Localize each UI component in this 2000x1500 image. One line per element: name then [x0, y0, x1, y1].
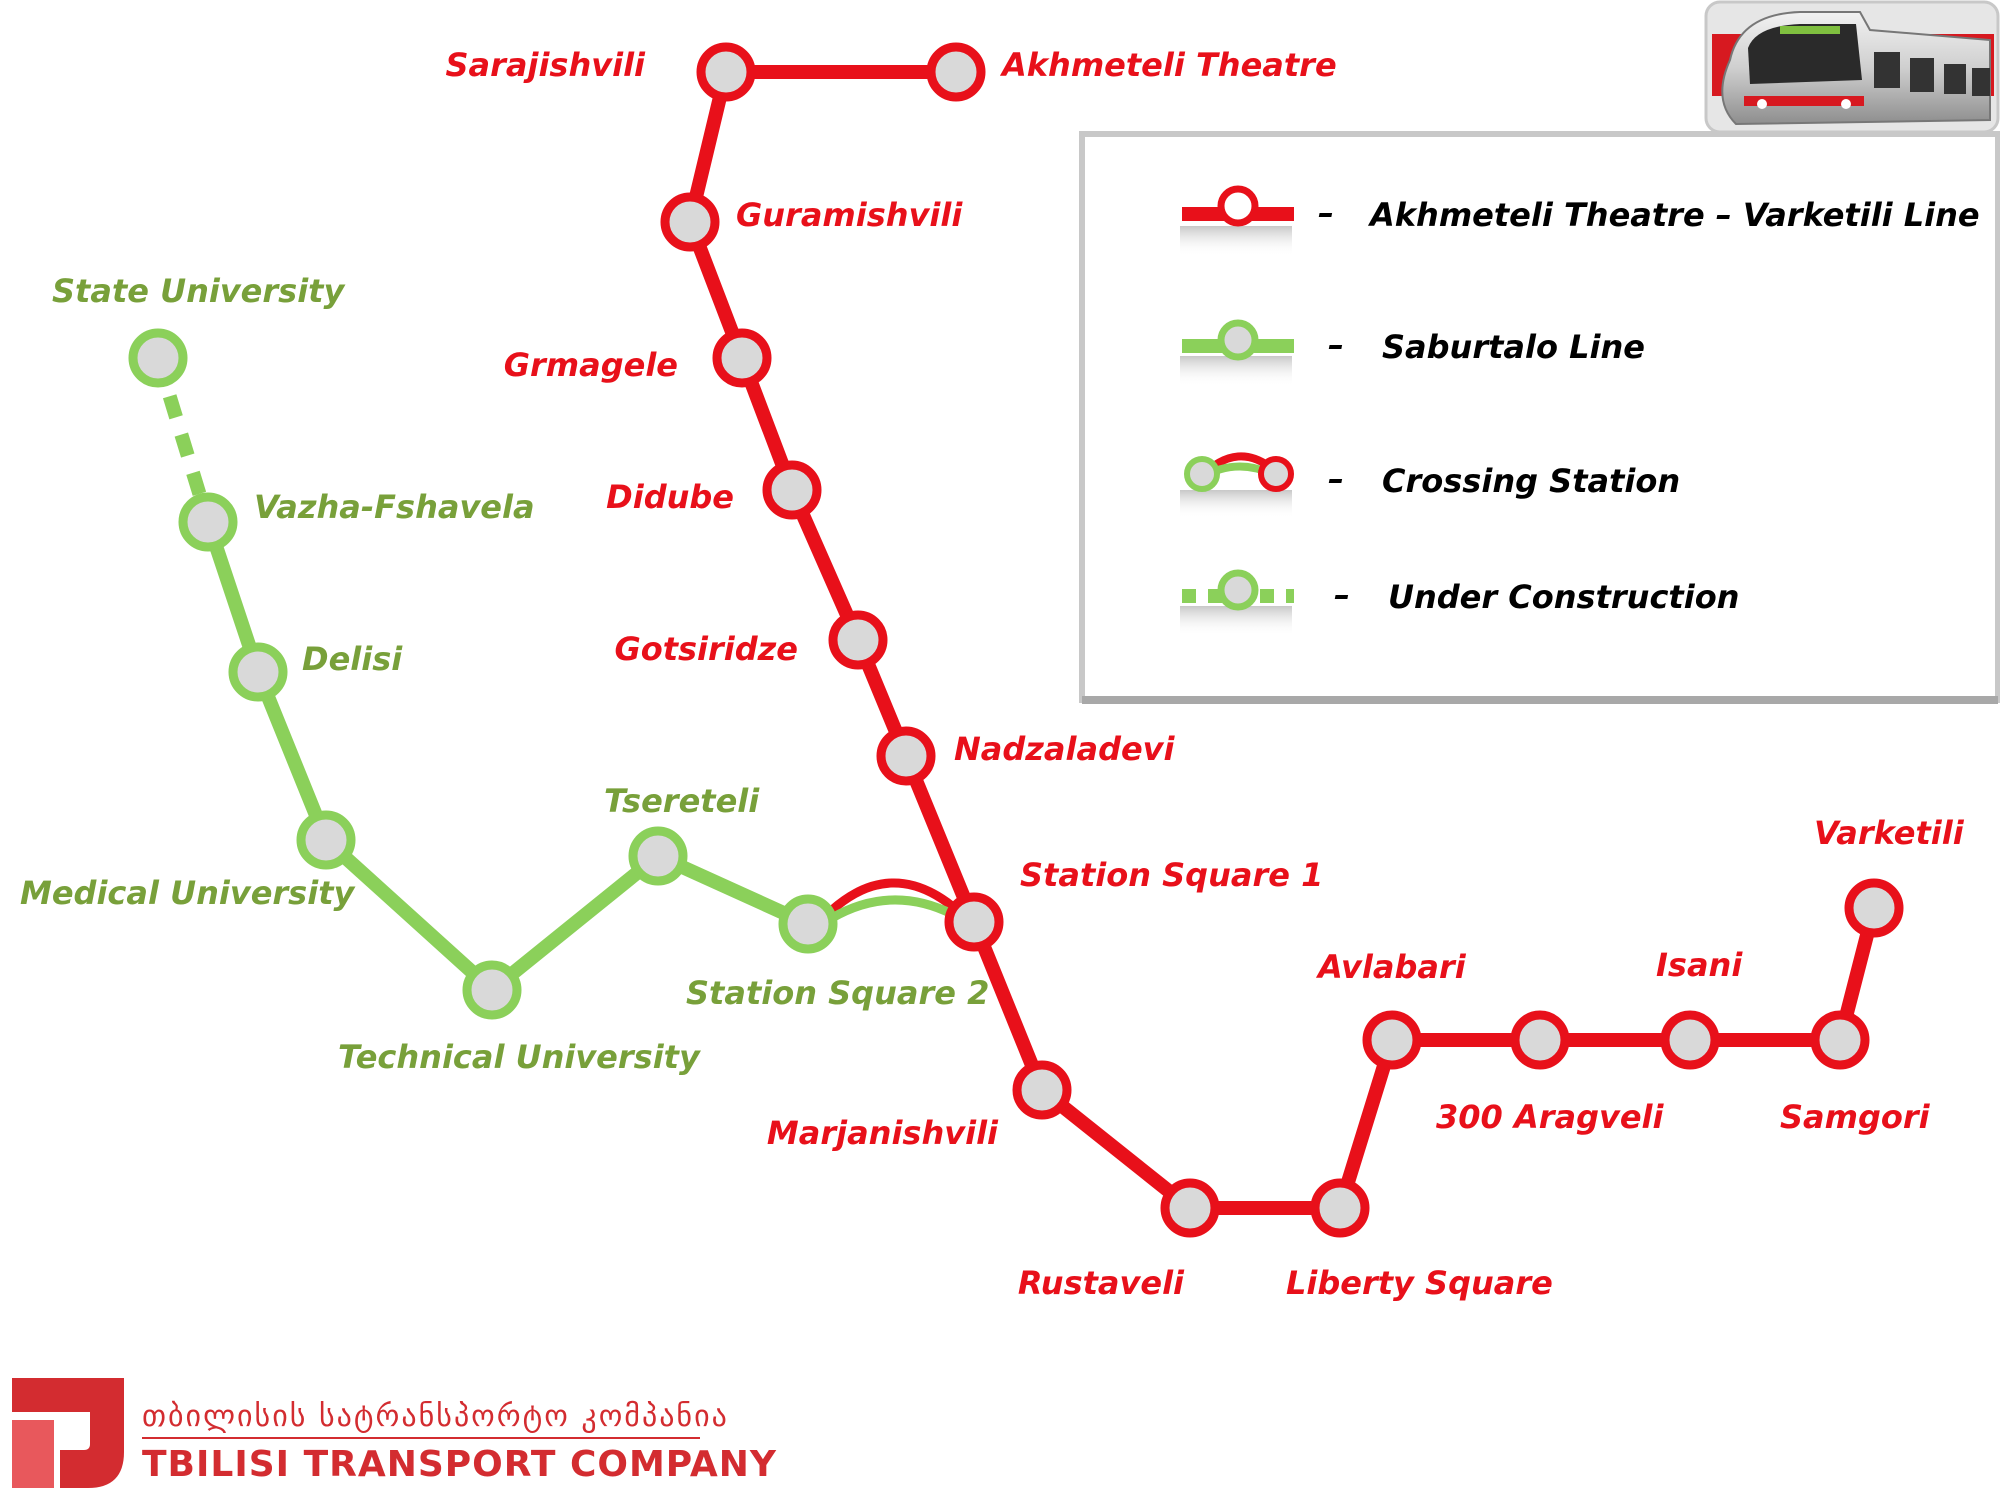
red-station-akhmeteli[interactable]	[926, 42, 986, 102]
tbilisi-transport-logo: თბილისის სატრანსპორტო კომპანია TBILISI T…	[12, 1378, 777, 1488]
legend-label-construction: Under Construction	[1388, 578, 1739, 616]
station-label-station-square-2: Station Square 2	[686, 974, 989, 1012]
red-station-marjanishvili[interactable]	[1012, 1060, 1072, 1120]
logo-georgian-text: თბილისის სატრანსპორტო კომპანია	[142, 1399, 729, 1434]
red-station-nadzaladevi[interactable]	[876, 726, 936, 786]
green-station-medical-university[interactable]	[296, 810, 356, 870]
green-station-station-square-2[interactable]	[778, 894, 838, 954]
station-label-vazha: Vazha-Fshavela	[254, 488, 535, 526]
station-label-rustaveli: Rustaveli	[1018, 1264, 1185, 1302]
metro-stations	[128, 42, 1904, 1238]
green-station-state-university[interactable]	[128, 328, 188, 388]
legend-dash-1: –	[1318, 194, 1334, 232]
train-image	[1704, 0, 2000, 134]
legend-dash-2: –	[1328, 326, 1344, 364]
red-station-avlabari[interactable]	[1362, 1010, 1422, 1070]
station-label-akhmeteli: Akhmeteli Theatre	[999, 46, 1337, 84]
station-label-medical-university: Medical University	[20, 874, 355, 912]
red-station-rustaveli[interactable]	[1160, 1178, 1220, 1238]
station-label-avlabari: Avlabari	[1315, 948, 1467, 986]
station-label-grmagele: Grmagele	[504, 346, 678, 384]
legend-item-red-line: – Akhmeteli Theatre – Varketili Line	[1180, 185, 1980, 256]
red-station-didube[interactable]	[762, 460, 822, 520]
crossing-arc-green	[829, 895, 954, 922]
station-label-isani: Isani	[1656, 946, 1743, 984]
red-station-varketili[interactable]	[1844, 878, 1904, 938]
station-label-delisi: Delisi	[302, 640, 403, 678]
legend-label-crossing: Crossing Station	[1382, 462, 1680, 500]
green-line-track	[201, 519, 811, 997]
station-label-technical-university: Technical University	[338, 1038, 701, 1076]
red-station-isani[interactable]	[1660, 1010, 1720, 1070]
legend-item-green-line: – Saburtalo Line	[1180, 319, 1645, 386]
station-labels: Akhmeteli Theatre SarajishviliGuramishvil…	[20, 46, 1965, 1302]
legend-label-red-line: Akhmeteli Theatre – Varketili Line	[1367, 196, 1980, 234]
green-station-tsereteli[interactable]	[628, 826, 688, 886]
legend-dash-4: –	[1334, 576, 1350, 614]
green-station-vazha[interactable]	[178, 492, 238, 552]
logo-mark-icon	[12, 1378, 124, 1488]
station-label-samgori: Samgori	[1780, 1098, 1931, 1136]
legend-item-crossing: – Crossing Station	[1180, 452, 1680, 518]
crossing-arc-red	[829, 878, 955, 914]
red-station-station-square-1[interactable]	[944, 892, 1004, 952]
red-station-sarajishvili[interactable]	[696, 42, 756, 102]
logo-english-text: TBILISI TRANSPORT COMPANY	[142, 1444, 777, 1485]
station-label-guramishvili: Guramishvili	[736, 196, 963, 234]
legend-dash-3: –	[1328, 460, 1344, 498]
green-station-technical-university[interactable]	[462, 960, 522, 1020]
red-line-track	[683, 65, 1881, 1215]
station-label-tsereteli: Tsereteli	[604, 782, 760, 820]
station-label-liberty-square: Liberty Square	[1286, 1264, 1553, 1302]
legend-item-construction: – Under Construction	[1180, 569, 1739, 636]
station-label-nadzaladevi: Nadzaladevi	[954, 730, 1176, 768]
red-station-samgori[interactable]	[1810, 1010, 1870, 1070]
green-line-construction-track	[151, 355, 215, 525]
station-label-station-square-1: Station Square 1	[1020, 856, 1323, 894]
red-station-liberty-square[interactable]	[1310, 1178, 1370, 1238]
station-label-sarajishvili: Sarajishvili	[445, 46, 646, 84]
red-station-aragveli[interactable]	[1510, 1010, 1570, 1070]
legend: – Akhmeteli Theatre – Varketili Line – S…	[1079, 131, 2000, 704]
station-label-state-university: State University	[52, 272, 345, 310]
station-label-aragveli: 300 Aragveli	[1436, 1098, 1665, 1136]
red-station-guramishvili[interactable]	[660, 192, 720, 252]
station-label-gotsiridze: Gotsiridze	[614, 630, 798, 668]
station-label-marjanishvili: Marjanishvili	[767, 1114, 999, 1152]
legend-label-green-line: Saburtalo Line	[1382, 328, 1645, 366]
station-label-didube: Didube	[606, 478, 734, 516]
green-station-delisi[interactable]	[228, 642, 288, 702]
red-station-grmagele[interactable]	[712, 328, 772, 388]
station-label-varketili: Varketili	[1814, 814, 1965, 852]
red-station-gotsiridze[interactable]	[828, 610, 888, 670]
